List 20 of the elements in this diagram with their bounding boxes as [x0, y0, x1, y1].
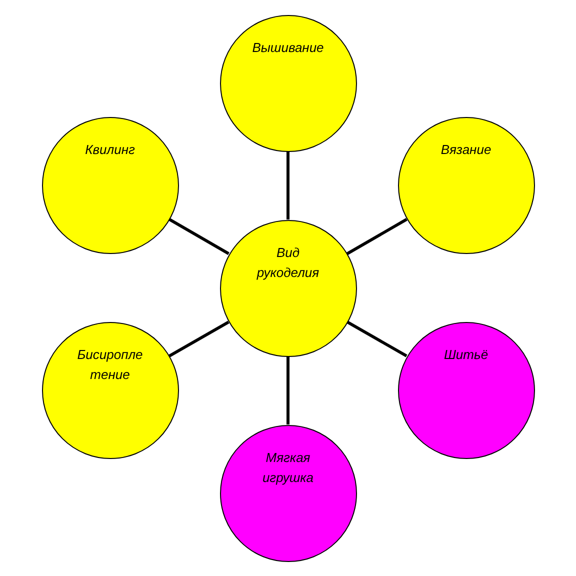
connector-line	[286, 356, 290, 424]
circle-node	[42, 116, 178, 254]
circle-node	[220, 220, 356, 356]
node-label: Шитьё	[442, 346, 490, 364]
node-label: Мягкая игрушка	[261, 448, 315, 487]
circle-node	[220, 14, 356, 152]
connector-line	[168, 320, 230, 358]
node-label: Вязание	[440, 140, 492, 158]
node-label: Бисиропле тение	[76, 346, 144, 384]
connector-line	[286, 152, 290, 220]
node-label: Квилинг	[84, 140, 136, 158]
node-label: Вид рукоделия	[256, 244, 320, 282]
node-label: Вышивание	[251, 38, 325, 56]
connector-line	[346, 218, 408, 255]
circle-node	[398, 116, 534, 254]
connector-line	[346, 320, 408, 358]
circle-node	[398, 322, 534, 458]
circle-node	[220, 424, 356, 562]
circle-node	[42, 322, 178, 458]
connector-line	[168, 218, 230, 255]
